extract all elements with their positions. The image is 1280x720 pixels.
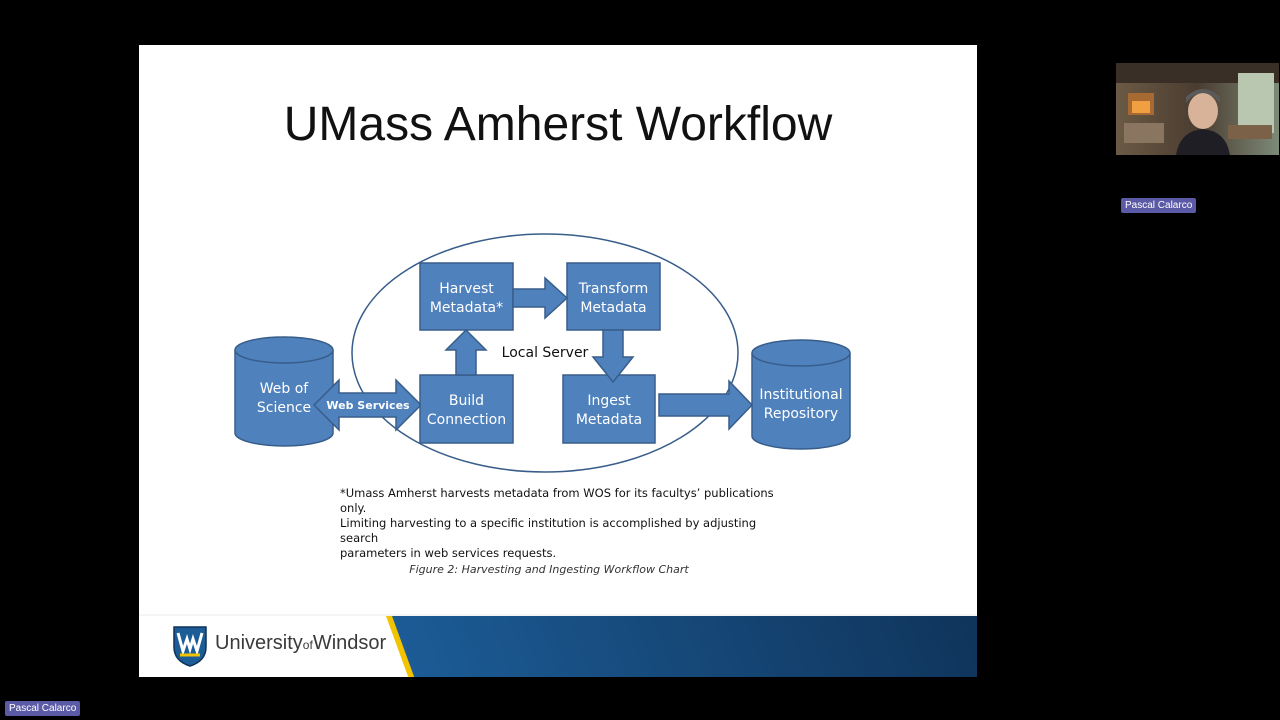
transform-label-1: Transform [578,281,649,297]
build-label-2: Connection [427,412,506,428]
slide-footer: UniversityofWindsor [139,614,977,677]
build-label-1: Build [449,393,484,409]
participant-video-tile[interactable] [1116,63,1279,155]
local-server-ellipse [351,233,739,473]
ingest-label-2: Metadata [576,412,642,428]
build-connection-box: Build Connection [419,374,514,444]
footnote: *Umass Amherst harvests metadata from WO… [340,486,780,561]
transform-label-2: Metadata [580,300,646,316]
institutional-repository-label-1: Institutional [759,387,842,403]
local-server-label: Local Server [502,345,589,361]
web-services-label: Web Services [326,399,410,412]
harvest-label-1: Harvest [439,281,494,297]
brand-end: Windsor [312,632,387,654]
figure-caption: Figure 2: Harvesting and Ingesting Workf… [409,563,689,576]
arrow-ingest-to-repository [658,379,754,431]
footnote-line-2: Limiting harvesting to a specific instit… [340,516,757,545]
arrow-harvest-to-transform [512,276,569,320]
university-shield-icon [173,626,207,667]
ingest-label-1: Ingest [587,393,631,409]
participant-video-image [1116,63,1279,155]
harvest-metadata-box: Harvest Metadata* [419,262,514,331]
participant-name-tag: Pascal Calarco [1121,198,1197,213]
web-of-science-label-1: Web of [260,381,310,397]
workflow-diagram: Local Server Web of Science Institutiona… [234,233,851,473]
arrow-transform-to-ingest [591,329,635,384]
web-of-science-label-2: Science [257,400,311,416]
footnote-line-1: *Umass Amherst harvests metadata from WO… [340,486,774,515]
institutional-repository-cylinder: Institutional Repository [751,339,851,450]
brand-main: University [215,632,303,654]
arrow-build-to-harvest [444,328,488,376]
institutional-repository-label-2: Repository [764,406,838,422]
web-of-science-cylinder: Web of Science [234,336,334,447]
slide-title: UMass Amherst Workflow [283,98,833,151]
presenter-name-tag: Pascal Calarco [5,701,81,716]
transform-metadata-box: Transform Metadata [566,262,661,331]
harvest-label-2: Metadata* [430,300,503,316]
brand-of: of [302,638,313,652]
footer-blue-band [369,616,977,677]
presentation-slide: UMass Amherst Workflow Local Server Web … [139,45,977,677]
ingest-metadata-box: Ingest Metadata [562,374,656,444]
university-name: UniversityofWindsor [215,632,386,655]
footnote-line-3: parameters in web services requests. [340,546,557,560]
